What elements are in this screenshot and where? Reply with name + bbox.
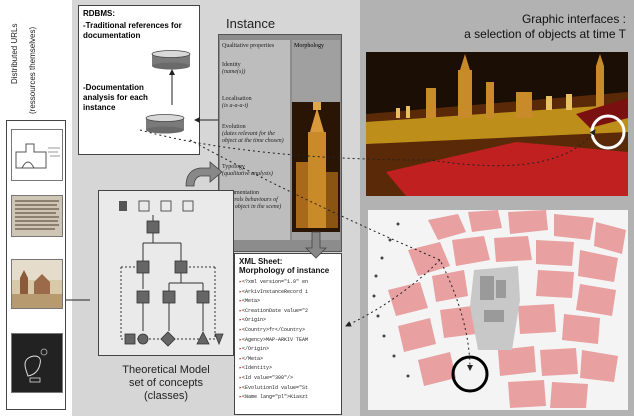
instance-node bbox=[137, 333, 149, 345]
qualitative-properties-header: Qualitative properties bbox=[222, 43, 275, 49]
xml-line: <Origin> bbox=[239, 316, 337, 326]
xml-line: <Identity> bbox=[239, 364, 337, 374]
xml-line: </Origin> bbox=[239, 345, 337, 355]
instance-node bbox=[124, 333, 136, 345]
urls-label: Distributed URLs bbox=[10, 23, 19, 84]
class-icon bbox=[138, 200, 150, 212]
xml-line: <EvolutionId value="St bbox=[239, 384, 337, 394]
resource-drawing-thumbnail[interactable] bbox=[11, 129, 63, 181]
morphology-column: Morphology bbox=[292, 40, 340, 240]
theoretical-model-caption: Theoretical Model set of concepts (class… bbox=[122, 364, 210, 402]
3d-scene-view[interactable] bbox=[366, 52, 628, 196]
instance-node bbox=[160, 331, 176, 347]
instance-node bbox=[196, 331, 210, 345]
urls-label-group: Distributed URLs (ressources themselves) bbox=[2, 2, 50, 120]
xml-line: <Agency>MAP-ARKIV TEAM bbox=[239, 336, 337, 346]
resource-scan-thumbnail[interactable] bbox=[11, 333, 63, 393]
property-evolution: Evolution(dates relevant for the object … bbox=[222, 124, 284, 144]
urls-sublabel: (ressources themselves) bbox=[28, 26, 37, 114]
instance-title: Instance bbox=[226, 16, 276, 31]
database-cylinder-icon bbox=[151, 50, 191, 70]
rdbms-documentation-analysis: -Documentation analysis for each instanc… bbox=[83, 83, 148, 112]
class-node bbox=[174, 260, 188, 274]
2d-city-map[interactable] bbox=[368, 210, 628, 410]
xml-line: <Country>fr</Country> bbox=[239, 326, 337, 336]
class-icon bbox=[119, 201, 127, 211]
root-class-node bbox=[146, 220, 160, 234]
xml-line: <?xml version="1.0" en bbox=[239, 278, 337, 288]
class-icon bbox=[160, 200, 172, 212]
resource-manuscript-thumbnail[interactable] bbox=[11, 195, 63, 237]
theoretical-model-box bbox=[98, 190, 234, 356]
class-node bbox=[136, 290, 150, 304]
xml-line: <Name lang="pl">Kiaszt bbox=[239, 393, 337, 403]
property-typology: Typology(qualitative analysis) bbox=[222, 164, 273, 177]
xml-line: <CreationDate value="2 bbox=[239, 307, 337, 317]
class-node bbox=[136, 260, 150, 274]
instance-node bbox=[214, 333, 224, 346]
rdbms-title: RDBMS: bbox=[83, 9, 115, 18]
class-node bbox=[196, 290, 210, 304]
xml-sheet-title: XML Sheet: Morphology of instance bbox=[239, 257, 330, 275]
morphology-tower-render bbox=[292, 102, 340, 232]
xml-code-lines: <?xml version="1.0" en<ArkivInstanceReco… bbox=[239, 278, 337, 403]
property-identity: Identity(name(s)) bbox=[222, 62, 246, 75]
xml-line: <ArkivInstanceRecord i bbox=[239, 288, 337, 298]
class-icon bbox=[182, 200, 194, 212]
class-hierarchy-diagram bbox=[119, 200, 224, 347]
class-node bbox=[162, 290, 176, 304]
urls-resource-frame bbox=[6, 120, 66, 410]
xml-line: </Meta> bbox=[239, 355, 337, 365]
resource-painting-thumbnail[interactable] bbox=[11, 259, 63, 309]
rdbms-box: RDBMS: -Traditional references for docum… bbox=[78, 5, 200, 155]
xml-line: <Meta> bbox=[239, 297, 337, 307]
property-localisation: Localisation(is a-a-a-t) bbox=[222, 96, 252, 109]
rdbms-traditional-references: -Traditional references for documentatio… bbox=[83, 21, 182, 40]
morphology-header: Morphology bbox=[294, 43, 324, 49]
graphic-interfaces-title: Graphic interfaces : a selection of obje… bbox=[464, 12, 626, 41]
xml-sheet-box: XML Sheet: Morphology of instance <?xml … bbox=[234, 253, 342, 415]
database-cylinder-icon bbox=[145, 114, 185, 134]
xml-line: <Id value="300"/> bbox=[239, 374, 337, 384]
